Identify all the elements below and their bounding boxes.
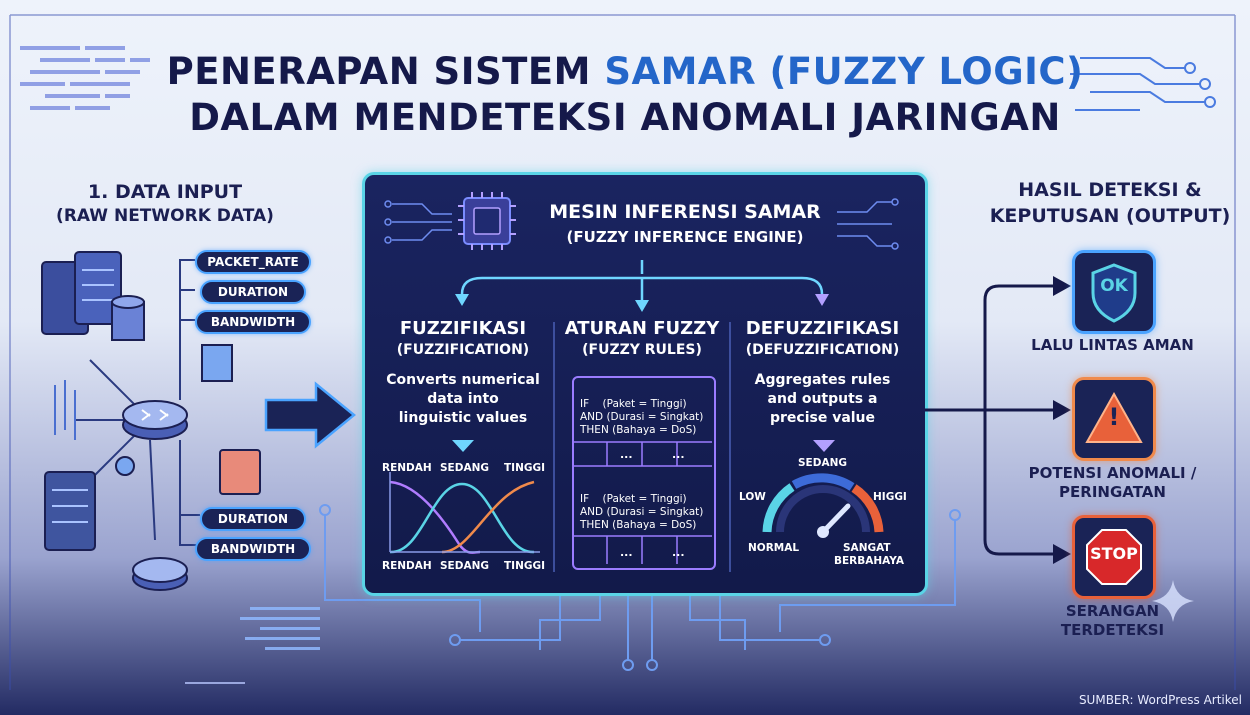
output-label-safe: LALU LINTAS AMAN — [1031, 336, 1194, 354]
flow-arrow-right — [264, 381, 356, 449]
title-text: PENERAPAN SISTEM — [166, 50, 605, 93]
shield-icon — [1091, 263, 1137, 323]
defuzzification-desc-line: precise value — [769, 410, 876, 426]
network-input-diagram — [41, 251, 261, 591]
defuzzification-subtitle: (DEFUZZIFICATION) — [745, 342, 900, 358]
rule-ellipsis: ... — [620, 448, 633, 461]
fuzzification-subtitle: (FUZZIFICATION) — [396, 342, 530, 358]
engine-title: MESIN INFERENSI SAMAR — [549, 201, 821, 223]
tag-duration: DURATION — [200, 280, 306, 304]
gauge-label-danger-1: SANGAT — [843, 542, 891, 554]
router-icon — [122, 400, 188, 440]
server-icon-2 — [44, 471, 96, 551]
gauge-label-high: HIGGI — [873, 491, 907, 503]
router-icon-2 — [132, 557, 188, 591]
rule-1: IF (Paket = Tinggi)AND (Durasi = Singkat… — [580, 398, 703, 437]
output-label-line: SERANGAN — [1065, 602, 1160, 620]
output-label-line: POTENSI ANOMALI / — [1028, 464, 1197, 482]
membership-label: SEDANG — [440, 462, 489, 474]
rule-line: THEN (Bahaya = DoS) — [580, 424, 697, 436]
sparkle-icon — [1152, 580, 1194, 622]
gauge-label-danger-2: BERBAHAYA — [834, 555, 905, 567]
rule-2: IF (Paket = Tinggi)AND (Durasi = Singkat… — [580, 493, 703, 532]
title-accent: SAMAR (FUZZY LOGIC) — [604, 50, 1084, 93]
server-icon — [41, 251, 122, 335]
rule-line: THEN (Bahaya = DoS) — [580, 519, 697, 531]
title-line-1: PENERAPAN SISTEM SAMAR (FUZZY LOGIC) — [0, 50, 1250, 93]
stop-card — [1072, 515, 1156, 599]
ok-badge-text: OK — [1100, 276, 1128, 296]
tag-bandwidth-2: BANDWIDTH — [195, 537, 311, 561]
rule-ellipsis: ... — [672, 448, 685, 461]
warning-card — [1072, 377, 1156, 461]
location-pin-icon — [115, 456, 135, 476]
gauge-label-normal: NORMAL — [748, 542, 800, 554]
rules-subtitle: (FUZZY RULES) — [582, 342, 702, 358]
rule-ellipsis: ... — [620, 546, 633, 559]
rule-line: IF (Paket = Tinggi) — [580, 398, 687, 410]
output-label-warning: POTENSI ANOMALI / PERINGATAN — [1015, 464, 1210, 502]
membership-axis-label: SEDANG — [440, 560, 489, 572]
output-subheading: KEPUTUSAN (OUTPUT) — [989, 205, 1231, 227]
rule-line: AND (Durasi = Singkat) — [580, 506, 704, 518]
stop-badge-text: STOP — [1090, 544, 1138, 563]
folder-icon — [219, 449, 261, 495]
stop-sign-icon — [1086, 529, 1142, 585]
gauge-label-top: SEDANG — [798, 457, 847, 469]
rule-ellipsis: ... — [672, 546, 685, 559]
membership-label: TINGGI — [504, 462, 546, 474]
tag-packet-rate: PACKET_RATE — [195, 250, 311, 274]
rule-line: IF (Paket = Tinggi) — [580, 493, 687, 505]
output-heading: HASIL DETEKSI & — [1018, 179, 1202, 201]
rules-title: ATURAN FUZZY — [564, 318, 720, 339]
membership-axis-label: TINGGI — [504, 560, 546, 572]
gauge-icon — [762, 473, 884, 538]
membership-curves — [389, 472, 540, 554]
input-heading: 1. DATA INPUT — [87, 181, 243, 203]
document-icon — [201, 344, 233, 382]
rules-table — [572, 376, 716, 570]
fuzzification-desc-line: data into — [427, 391, 499, 407]
input-subheading: (RAW NETWORK DATA) — [56, 206, 274, 226]
database-icon — [111, 295, 145, 341]
tag-duration-2: DURATION — [200, 507, 306, 531]
output-label-line: PERINGATAN — [1059, 483, 1166, 501]
defuzzification-title: DEFUZZIFIKASI — [745, 318, 900, 339]
tag-bandwidth: BANDWIDTH — [195, 310, 311, 334]
fuzzification-desc-line: linguistic values — [398, 410, 528, 426]
warning-triangle-icon — [1085, 391, 1143, 443]
defuzzification-desc-line: Aggregates rules — [754, 372, 891, 388]
output-label-attack: SERANGAN TERDETEKSI — [1015, 602, 1210, 640]
engine-subtitle: (FUZZY INFERENCE ENGINE) — [566, 228, 804, 246]
chip-icon — [458, 192, 516, 250]
fuzzification-title: FUZZIFIKASI — [399, 318, 527, 339]
output-label-line: TERDETEKSI — [1060, 621, 1165, 639]
warning-badge-text: ! — [1108, 403, 1120, 431]
membership-axis-label: RENDAH — [382, 560, 432, 572]
engine-graphics — [384, 192, 899, 572]
defuzzification-desc: Aggregates rules and outputs a precise v… — [735, 371, 910, 428]
gauge-label-low: LOW — [739, 491, 766, 503]
output-branch-arrows — [925, 276, 1071, 564]
source-credit: SUMBER: WordPress Artikel — [1078, 693, 1242, 707]
defuzzification-desc-line: and outputs a — [767, 391, 878, 407]
inference-engine-panel — [362, 172, 928, 596]
fuzzification-desc-line: Converts numerical — [386, 372, 540, 388]
fuzzification-desc: Converts numerical data into linguistic … — [378, 371, 548, 428]
membership-label: RENDAH — [382, 462, 432, 474]
rule-line: AND (Durasi = Singkat) — [580, 411, 704, 423]
safe-card — [1072, 250, 1156, 334]
title-line-2: DALAM MENDETEKSI ANOMALI JARINGAN — [189, 96, 1061, 139]
